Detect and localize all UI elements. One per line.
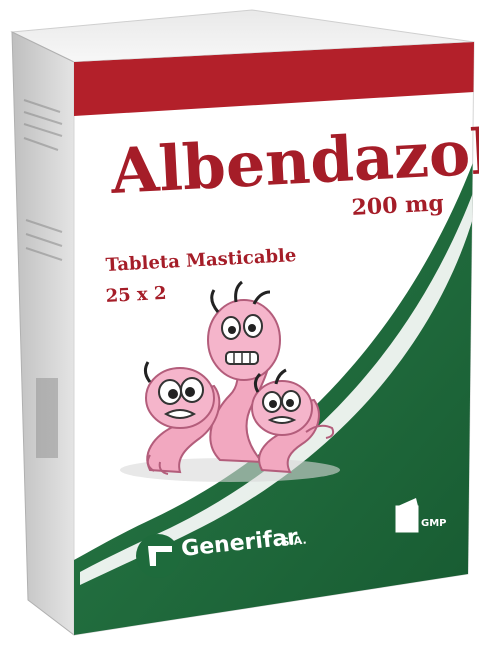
generifar-g-logo-icon [136, 534, 180, 578]
gmp-badge-label: GMP [421, 518, 447, 529]
cartoon-worms-illustration [120, 280, 340, 482]
product-quantity: 25 x 2 [105, 283, 167, 307]
red-header-band [74, 42, 474, 116]
green-swoosh [74, 160, 474, 635]
maker-suffix: S.A. [281, 533, 307, 549]
box-side-barcode [36, 378, 58, 458]
box-side-fine-print [23, 99, 63, 261]
product-dose: 200 mg [351, 190, 444, 221]
box-side-face [11, 31, 75, 637]
gmp-seal-icon [395, 498, 419, 533]
worm-right [251, 368, 335, 474]
worm-left [143, 361, 221, 475]
